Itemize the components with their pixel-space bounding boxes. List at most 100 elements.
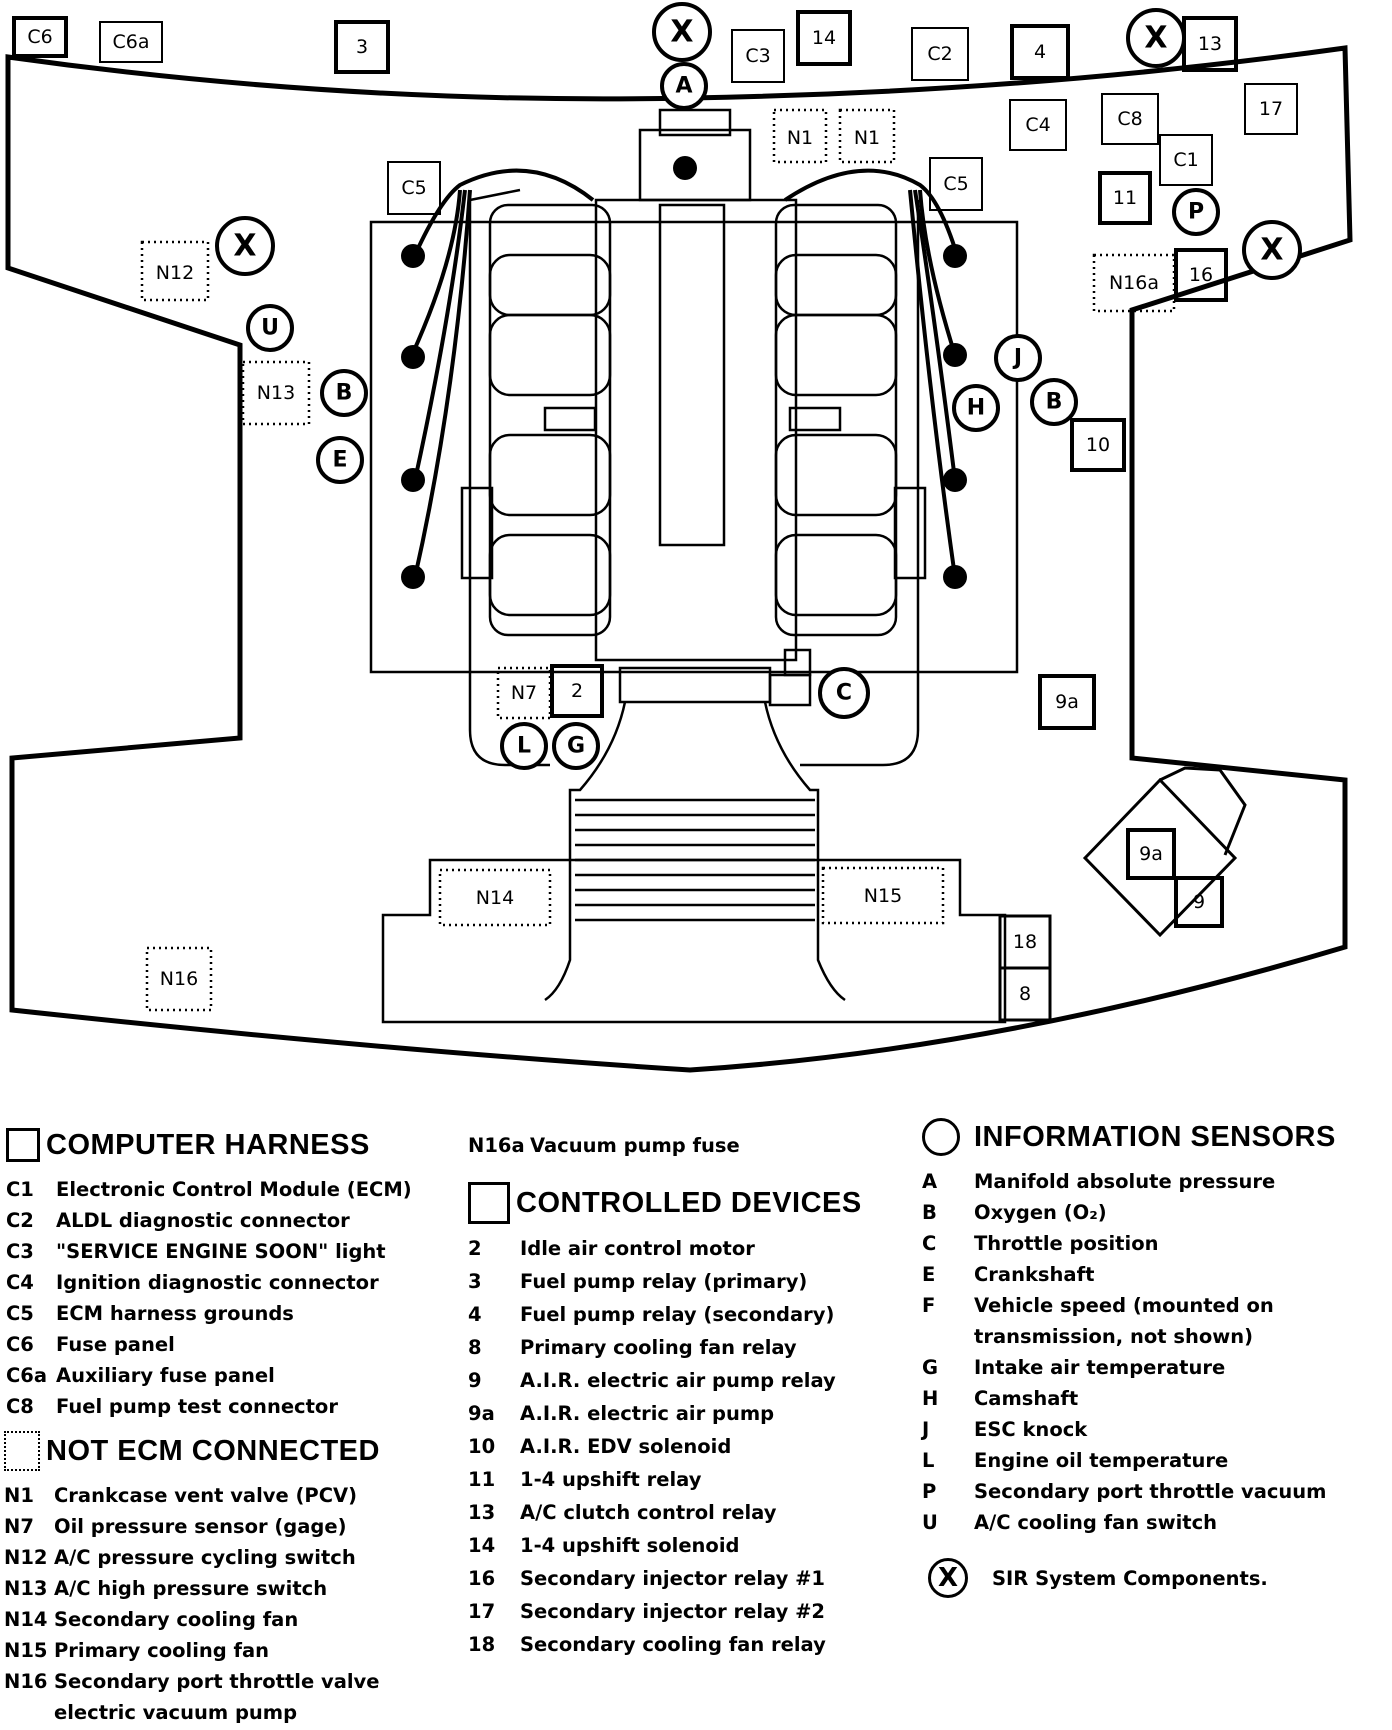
information-sensors-title: INFORMATION SENSORS xyxy=(974,1120,1336,1153)
svg-text:L: L xyxy=(517,734,531,759)
svg-text:10: 10 xyxy=(1086,434,1110,456)
svg-text:C4: C4 xyxy=(1025,114,1050,136)
svg-text:N16: N16 xyxy=(160,968,198,990)
item-description: Oil pressure sensor (gage) xyxy=(54,1515,347,1538)
sir-item: X SIR System Components. xyxy=(928,1554,1328,1602)
item-code: F xyxy=(922,1294,936,1317)
circle-label-text: A U B E J B H P C L G X X X X xyxy=(233,15,1283,759)
item-code: N15 xyxy=(4,1639,48,1662)
controlled-devices-title: CONTROLLED DEVICES xyxy=(516,1186,862,1219)
item-description: Auxiliary fuse panel xyxy=(56,1364,275,1387)
cylinder-lobes xyxy=(488,253,898,617)
legend-sir: X SIR System Components. xyxy=(928,1554,1328,1602)
engine-block xyxy=(369,108,1019,767)
list-item: N7 Oil pressure sensor (gage) xyxy=(4,1511,444,1542)
svg-text:H: H xyxy=(967,396,985,421)
svg-text:14: 14 xyxy=(812,27,836,49)
item-description: Oxygen (O₂) xyxy=(974,1201,1107,1224)
item-description: Fuel pump test connector xyxy=(56,1395,338,1418)
list-item: electric vacuum pump xyxy=(4,1697,444,1728)
dotted-labels xyxy=(140,108,1176,1012)
item-code: 11 xyxy=(468,1468,496,1491)
svg-text:X: X xyxy=(233,229,256,264)
item-description: Secondary cooling fan relay xyxy=(520,1633,826,1656)
svg-text:11: 11 xyxy=(1113,187,1137,209)
list-item: 9 A.I.R. electric air pump relay xyxy=(468,1364,888,1397)
svg-text:P: P xyxy=(1188,200,1204,225)
item-code: U xyxy=(922,1511,938,1534)
controlled-devices-header: CONTROLLED DEVICES xyxy=(468,1180,888,1226)
information-sensors-header: INFORMATION SENSORS xyxy=(922,1114,1388,1160)
item-code: C6a xyxy=(6,1364,48,1387)
svg-text:C3: C3 xyxy=(745,45,770,67)
item-code: C1 xyxy=(6,1178,34,1201)
svg-text:17: 17 xyxy=(1259,98,1283,120)
engine-compartment-diagram: C6 C6a 3 C3 14 C2 4 13 17 C4 C8 C1 11 16… xyxy=(5,2,1353,1073)
svg-text:N12: N12 xyxy=(156,262,194,284)
item-description: Fuel pump relay (primary) xyxy=(520,1270,808,1293)
item-description: electric vacuum pump xyxy=(54,1701,298,1724)
item-description: A/C cooling fan switch xyxy=(974,1511,1218,1534)
list-item: C3"SERVICE ENGINE SOON" light xyxy=(6,1236,446,1267)
svg-text:N15: N15 xyxy=(864,885,902,907)
svg-text:C5: C5 xyxy=(943,173,968,195)
svg-text:18: 18 xyxy=(1013,931,1037,953)
item-code: 13 xyxy=(468,1501,496,1524)
item-code: L xyxy=(922,1449,935,1472)
item-description: Throttle position xyxy=(974,1232,1159,1255)
item-description: Fuse panel xyxy=(56,1333,175,1356)
item-description: "SERVICE ENGINE SOON" light xyxy=(56,1240,386,1263)
list-item: 11 1-4 upshift relay xyxy=(468,1463,888,1496)
item-description: A.I.R. electric air pump relay xyxy=(520,1369,836,1392)
svg-text:9a: 9a xyxy=(1139,843,1163,865)
item-code: E xyxy=(922,1263,936,1286)
item-description: Idle air control motor xyxy=(520,1237,755,1260)
item-code: A xyxy=(922,1170,938,1193)
svg-text:16: 16 xyxy=(1189,264,1213,286)
item-code: 9 xyxy=(468,1369,482,1392)
svg-text:N13: N13 xyxy=(257,382,295,404)
item-code: N13 xyxy=(4,1577,48,1600)
dotted-square-symbol-icon xyxy=(4,1431,40,1471)
svg-text:X: X xyxy=(670,15,693,50)
item-code: 4 xyxy=(468,1303,482,1326)
item-code: 17 xyxy=(468,1600,496,1623)
item-code: C2 xyxy=(6,1209,34,1232)
svg-text:E: E xyxy=(332,448,347,473)
circle-labels xyxy=(215,2,1302,770)
item-code: G xyxy=(922,1356,939,1379)
item-code: 10 xyxy=(468,1435,496,1458)
item-description: Manifold absolute pressure xyxy=(974,1170,1276,1193)
item-code: C xyxy=(922,1232,937,1255)
svg-text:B: B xyxy=(1046,390,1063,415)
item-description: Secondary port throttle valve xyxy=(54,1670,380,1693)
item-code: N12 xyxy=(4,1546,48,1569)
svg-text:G: G xyxy=(567,734,585,759)
svg-text:C6a: C6a xyxy=(113,31,150,53)
item-description: 1-4 upshift relay xyxy=(520,1468,702,1491)
item-code: C8 xyxy=(6,1395,34,1418)
item-code: C6 xyxy=(6,1333,34,1356)
item-code: N7 xyxy=(4,1515,34,1538)
svg-text:C6: C6 xyxy=(27,26,52,48)
item-code: H xyxy=(922,1387,939,1410)
svg-text:C: C xyxy=(836,681,852,706)
list-item: C6a Auxiliary fuse panel xyxy=(6,1360,446,1391)
item-description: ALDL diagnostic connector xyxy=(56,1209,350,1232)
